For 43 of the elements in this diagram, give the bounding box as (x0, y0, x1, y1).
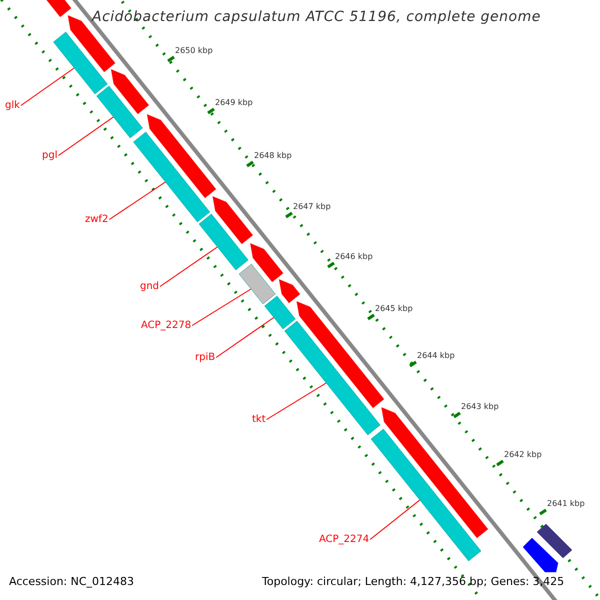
gene-bar (96, 86, 143, 138)
gene-label: ACP_2274 (319, 534, 370, 545)
position-label: 2645 kbp (375, 305, 413, 314)
position-label: 2646 kbp (335, 253, 373, 262)
gene-bar (238, 264, 276, 304)
gene-bar (284, 320, 380, 436)
gene-bar (133, 132, 210, 222)
gene-bar (198, 214, 248, 270)
gene-label: pgl (42, 150, 58, 161)
gene-bar (53, 32, 108, 94)
gene-feature (147, 114, 216, 198)
leader-line (58, 116, 114, 156)
gene-feature (536, 524, 572, 558)
position-label: 2648 kbp (254, 152, 292, 161)
gene-feature (279, 279, 300, 304)
gene-label: gnd (140, 281, 160, 292)
leader-line (266, 382, 327, 420)
position-label: 2643 kbp (461, 403, 499, 412)
leader-line (192, 288, 252, 326)
gene-label: tkt (252, 414, 266, 425)
position-label: 2644 kbp (417, 352, 455, 361)
position-label: 2642 kbp (504, 451, 542, 460)
title: Acidobacterium capsulatum ATCC 51196, complete genome (92, 10, 541, 26)
gene-feature (111, 69, 149, 114)
gene-label: ACP_2278 (141, 320, 192, 331)
accession-text: Accession: NC_012483 (9, 576, 134, 588)
gene-bar (370, 428, 482, 562)
gene-label: glk (5, 100, 20, 111)
leader-line (20, 68, 75, 106)
gene-label: zwf2 (85, 214, 108, 225)
position-label: 2641 kbp (547, 500, 585, 509)
leader-line (370, 500, 420, 540)
position-label: 2650 kbp (175, 47, 213, 56)
position-label: 2647 kbp (293, 203, 331, 212)
genome-summary-text: Topology: circular; Length: 4,127,356 bp; Genes: 3,425 (262, 576, 564, 588)
leader-line (160, 246, 218, 287)
gene-feature (250, 243, 284, 282)
gene-label: rpiB (195, 352, 216, 363)
position-label: 2649 kbp (215, 99, 253, 108)
gene-feature (522, 538, 558, 572)
leader-line (216, 317, 274, 358)
leader-line (108, 182, 166, 220)
gene-feature (212, 196, 253, 244)
